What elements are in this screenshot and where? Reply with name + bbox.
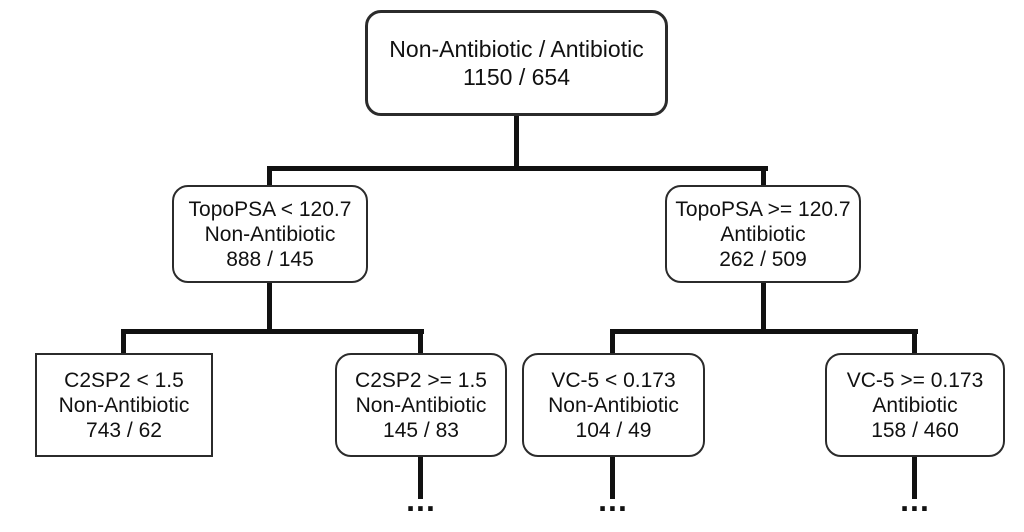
node-topopsa-lt: TopoPSA < 120.7 Non-Antibiotic 888 / 145 (172, 185, 368, 283)
node-c2sp2-lt: C2SP2 < 1.5 Non-Antibiotic 743 / 62 (35, 353, 213, 457)
node-counts: 888 / 145 (226, 247, 314, 271)
node-category: Antibiotic (720, 222, 806, 246)
connector-leaf3-tail (610, 457, 615, 499)
node-category: Antibiotic (872, 393, 958, 417)
node-category: Non-Antibiotic (355, 393, 487, 417)
connector-right-stem (761, 283, 766, 333)
node-root: Non-Antibiotic / Antibiotic 1150 / 654 (365, 10, 668, 116)
node-vc5-ge: VC-5 >= 0.173 Antibiotic 158 / 460 (825, 353, 1005, 457)
connector-leaf1-drop (121, 329, 126, 353)
node-c2sp2-ge: C2SP2 >= 1.5 Non-Antibiotic 145 / 83 (335, 353, 507, 457)
node-counts: 743 / 62 (86, 418, 162, 442)
node-condition: VC-5 < 0.173 (551, 368, 676, 392)
connector-left-drop (267, 166, 272, 185)
connector-right-horizontal (610, 329, 918, 334)
node-root-label: Non-Antibiotic / Antibiotic (389, 36, 644, 62)
subtree-ellipsis-middle: ... (598, 482, 628, 518)
connector-leaf2-tail (418, 457, 423, 499)
node-condition: VC-5 >= 0.173 (846, 368, 984, 392)
connector-left-stem (267, 283, 272, 333)
node-category: Non-Antibiotic (204, 222, 336, 246)
connector-level1-horizontal (267, 166, 768, 171)
connector-leaf4-tail (912, 457, 917, 499)
node-condition: C2SP2 >= 1.5 (355, 368, 487, 392)
node-condition: TopoPSA >= 120.7 (675, 197, 851, 221)
node-condition: TopoPSA < 120.7 (188, 197, 352, 221)
node-counts: 262 / 509 (719, 247, 807, 271)
connector-leaf2-drop (418, 329, 423, 353)
connector-leaf3-drop (610, 329, 615, 353)
connector-root-stem (514, 115, 519, 168)
node-counts: 158 / 460 (871, 418, 959, 442)
node-counts: 104 / 49 (575, 418, 652, 442)
subtree-ellipsis-left: ... (406, 482, 436, 518)
connector-right-drop (761, 166, 766, 185)
node-category: Non-Antibiotic (548, 393, 679, 417)
connector-leaf4-drop (912, 329, 917, 353)
node-category: Non-Antibiotic (58, 393, 190, 417)
connector-left-horizontal (121, 329, 424, 334)
node-root-counts: 1150 / 654 (462, 64, 570, 90)
node-topopsa-ge: TopoPSA >= 120.7 Antibiotic 262 / 509 (665, 185, 861, 283)
subtree-ellipsis-right: ... (900, 482, 930, 518)
node-counts: 145 / 83 (383, 418, 459, 442)
node-condition: C2SP2 < 1.5 (64, 368, 184, 392)
node-vc5-lt: VC-5 < 0.173 Non-Antibiotic 104 / 49 (522, 353, 705, 457)
